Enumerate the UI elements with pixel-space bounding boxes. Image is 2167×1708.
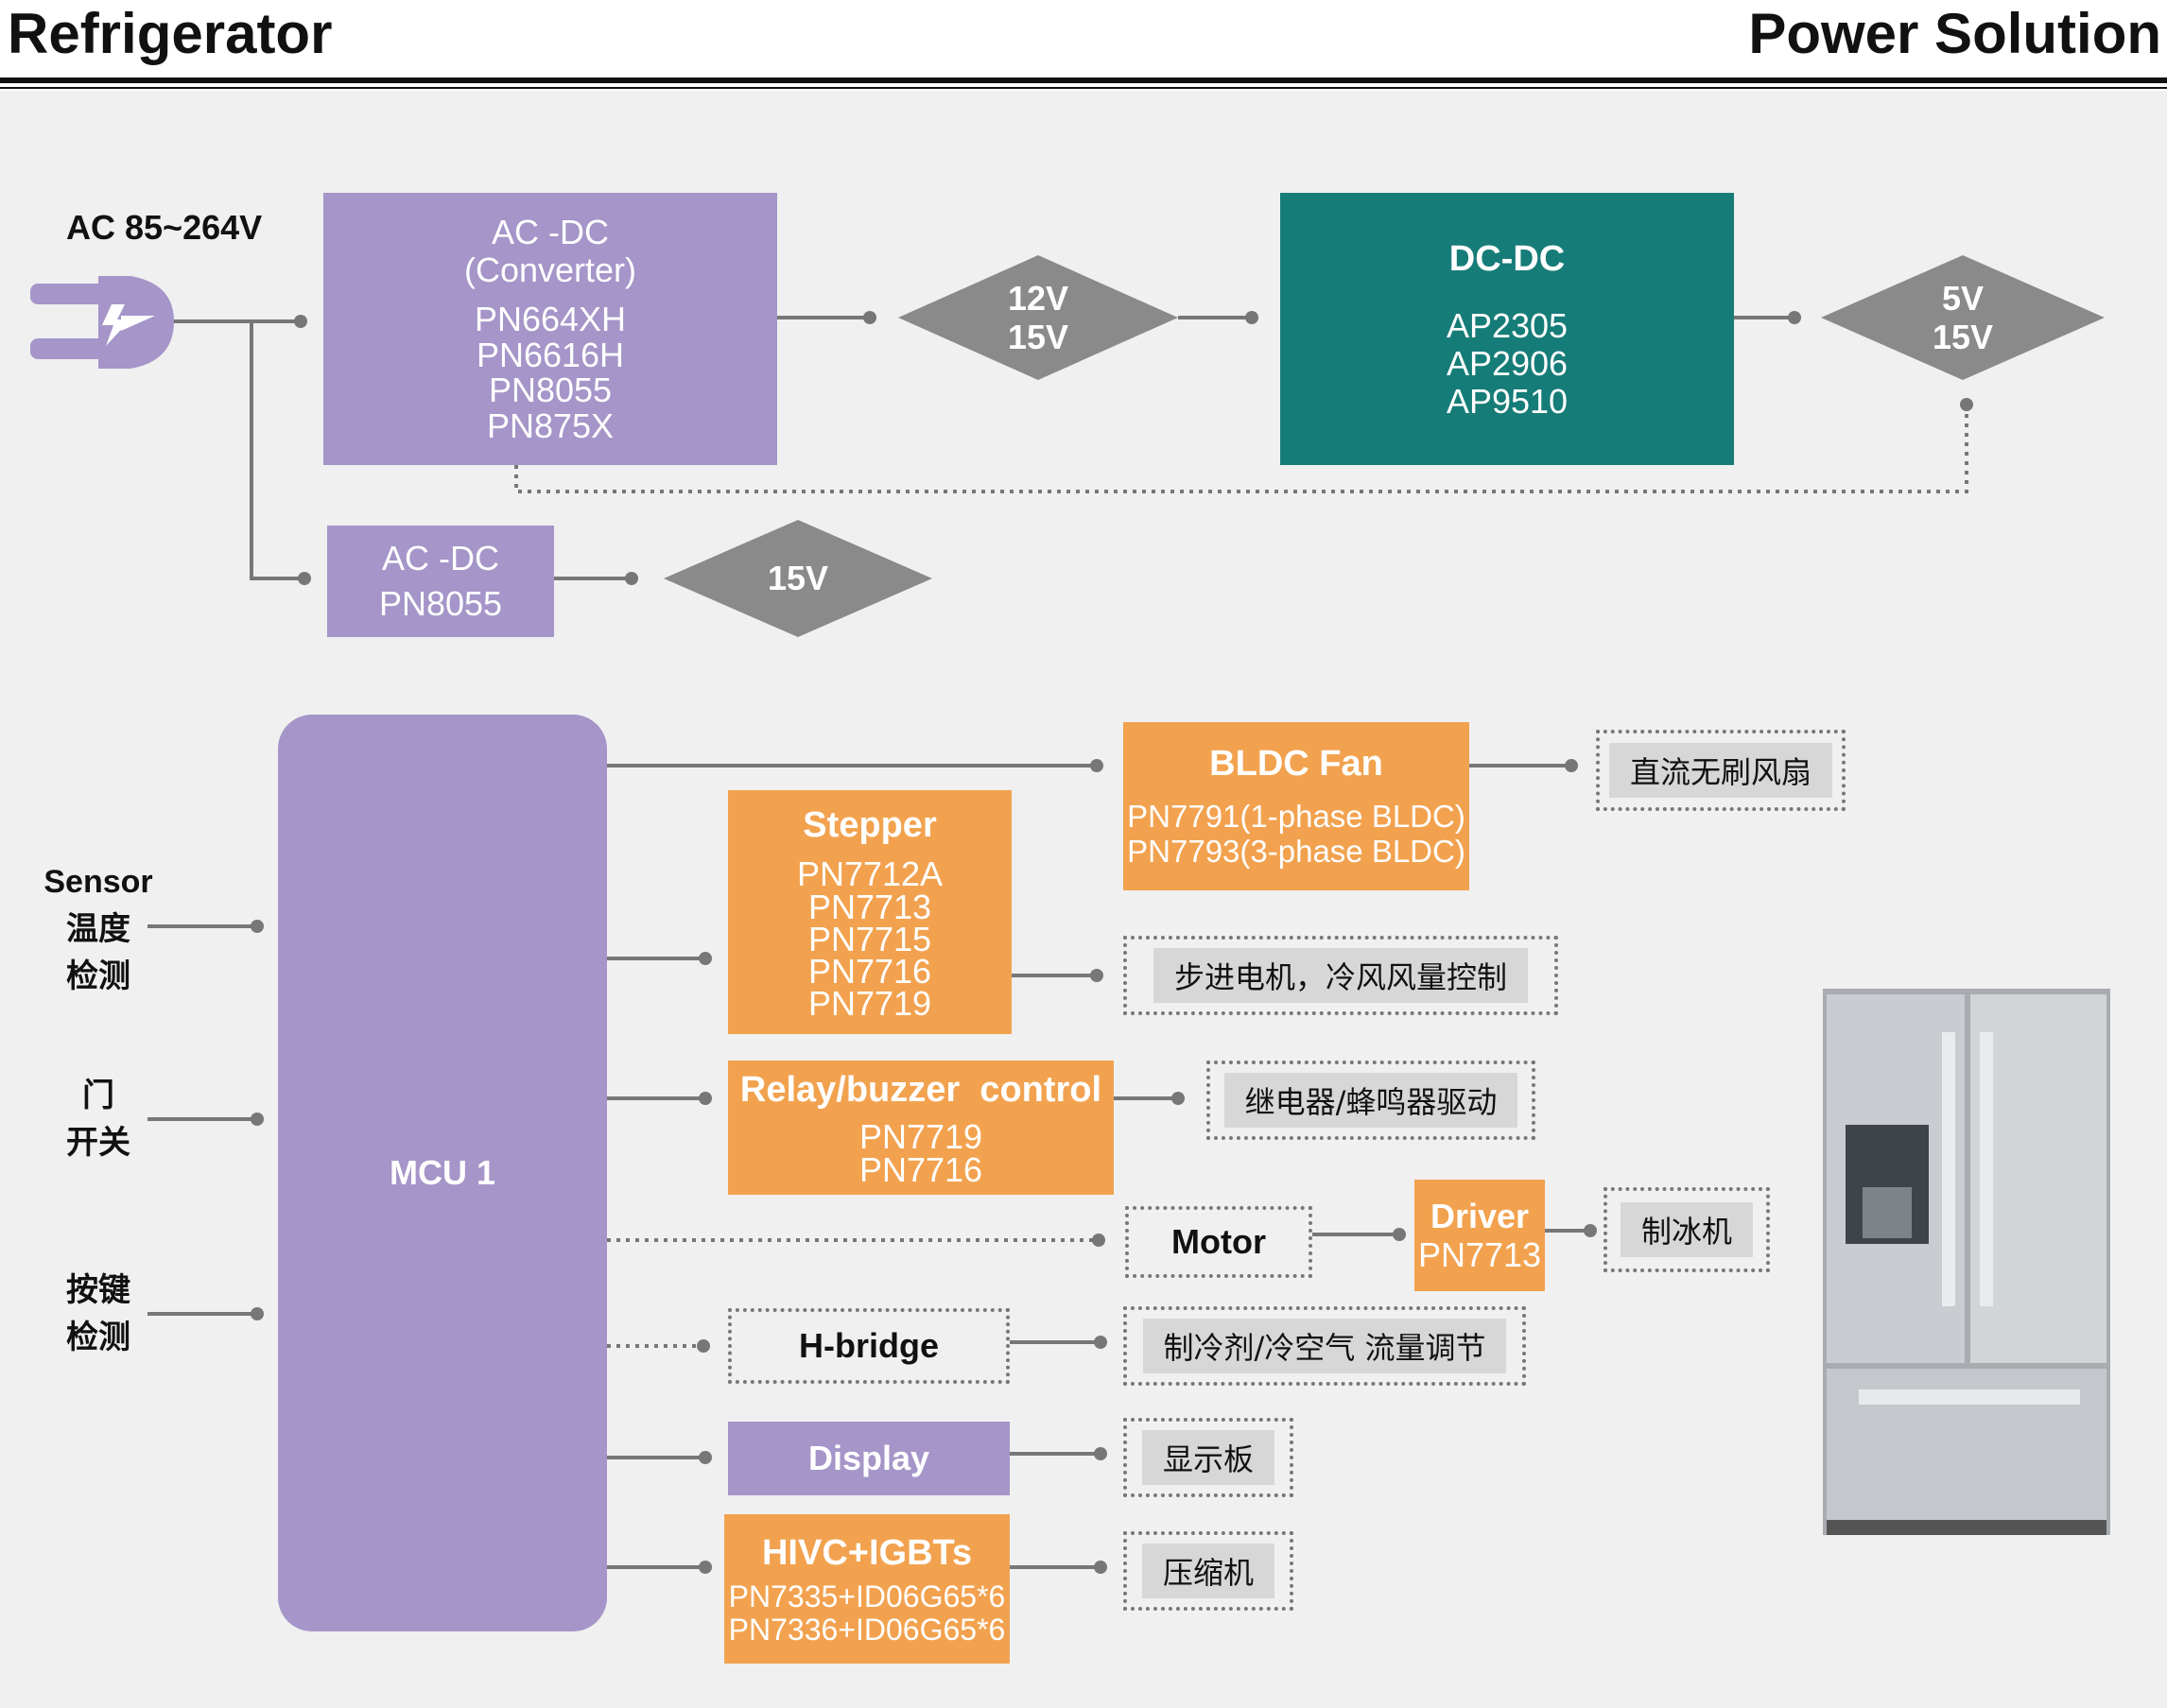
part-number: PN7719 <box>858 1116 983 1156</box>
bldc-fan-block: BLDC Fan PN7791(1-phase BLDC) PN7793(3-p… <box>1123 722 1469 890</box>
output-15v-diamond <box>664 520 932 637</box>
relay-buzzer-block: Relay/buzzer control PN7719 PN7716 <box>728 1061 1114 1195</box>
part-number: AP2305 <box>1446 306 1569 346</box>
part-number: PN664XH <box>474 299 627 338</box>
mcu-label: MCU 1 <box>389 1153 495 1193</box>
stepper-desc-text: 步进电机，冷风风量控制 <box>1153 948 1528 1003</box>
hivc-igbts-block: HIVC+IGBTs PN7335+ID06G65*6 PN7336+ID06G… <box>724 1514 1010 1664</box>
hivc-igbts-desc-text: 压缩机 <box>1141 1544 1274 1598</box>
part-number: PN6616H <box>476 335 625 374</box>
h-bridge-desc: 制冷剂/冷空气 流量调节 <box>1123 1306 1526 1386</box>
relay-buzzer-title: Relay/buzzer control <box>739 1069 1102 1110</box>
door-switch-label: 门 开关 <box>28 1072 168 1166</box>
input-label-line: 检测 <box>66 1319 130 1356</box>
acdc-converter-title: AC -DC <box>492 213 609 252</box>
hivc-igbts-desc: 压缩机 <box>1123 1531 1293 1611</box>
part-number: AP2906 <box>1446 344 1569 383</box>
sensor-input-label: Sensor 温度 检测 <box>28 858 168 1000</box>
h-bridge-block: H-bridge <box>728 1308 1010 1384</box>
key-detect-label: 按键 检测 <box>28 1267 168 1361</box>
acdc-converter-subtitle: (Converter) <box>463 250 637 290</box>
header-left-title: Refrigerator <box>8 2 333 65</box>
output-voltage: 15V <box>1007 318 1069 356</box>
part-number: PN7335+ID06G65*6 <box>728 1579 1006 1614</box>
relay-buzzer-desc: 继电器/蜂鸣器驱动 <box>1206 1061 1535 1140</box>
part-number: PN8055 <box>378 584 503 623</box>
relay-buzzer-desc-text: 继电器/蜂鸣器驱动 <box>1223 1073 1518 1128</box>
bldc-fan-title: BLDC Fan <box>1209 744 1383 785</box>
part-number: PN875X <box>486 406 615 446</box>
h-bridge-desc-text: 制冷剂/冷空气 流量调节 <box>1142 1319 1507 1373</box>
input-label-line: 门 <box>82 1077 114 1114</box>
output-voltage: 15V <box>1932 318 1994 356</box>
input-voltage-label: AC 85~264V <box>66 208 263 247</box>
hivc-igbts-title: HIVC+IGBTs <box>761 1532 973 1573</box>
input-label-line: 温度 <box>66 910 130 948</box>
part-number: PN7336+ID06G65*6 <box>728 1612 1006 1647</box>
part-number: PN7793(3-phase BLDC) <box>1127 833 1465 869</box>
part-number: PN8055 <box>488 371 613 410</box>
part-number: PN7716 <box>807 951 932 991</box>
input-label-line: Sensor <box>43 864 153 900</box>
output-voltage: 5V <box>1941 278 1985 318</box>
header-right-title: Power Solution <box>1748 2 2161 65</box>
part-number: PN7715 <box>807 919 932 958</box>
display-desc-text: 显示板 <box>1141 1430 1274 1485</box>
stepper-title: Stepper <box>803 804 937 845</box>
output-12v-15v-label: 12V 15V <box>898 255 1178 380</box>
dcdc-block: DC-DC AP2305 AP2906 AP9510 <box>1280 193 1734 465</box>
acdc-small-title: AC -DC <box>382 538 499 578</box>
header-rule <box>0 78 2167 83</box>
motor-title: Motor <box>1171 1222 1266 1262</box>
bldc-fan-desc-text: 直流无刷风扇 <box>1608 743 1832 798</box>
display-block: Display <box>728 1422 1010 1495</box>
part-number: AP9510 <box>1446 381 1569 421</box>
output-15v-label: 15V <box>767 559 829 598</box>
part-number: PN7712A <box>796 854 944 894</box>
output-12v-15v-diamond <box>898 255 1178 380</box>
motor-desc: 制冰机 <box>1604 1187 1770 1272</box>
input-label-line: 检测 <box>66 958 130 995</box>
mcu-block: MCU 1 <box>278 715 607 1631</box>
display-desc: 显示板 <box>1123 1418 1293 1497</box>
input-label-line: 按键 <box>66 1271 130 1309</box>
part-number: PN7791(1-phase BLDC) <box>1127 798 1465 834</box>
driver-block: Driver PN7713 <box>1414 1180 1545 1291</box>
output-5v-15v-label: 5V 15V <box>1821 255 2105 380</box>
power-plug-icon <box>30 276 174 369</box>
input-label-line: 开关 <box>66 1124 130 1162</box>
part-number: PN7713 <box>1417 1235 1542 1275</box>
part-number: PN7719 <box>807 984 932 1024</box>
stepper-block: Stepper PN7712A PN7713 PN7715 PN7716 PN7… <box>728 790 1012 1034</box>
refrigerator-icon <box>1823 989 2110 1535</box>
part-number: PN7716 <box>858 1149 983 1189</box>
motor-desc-text: 制冰机 <box>1620 1202 1753 1257</box>
h-bridge-title: H-bridge <box>799 1326 939 1366</box>
acdc-small-block: AC -DC PN8055 <box>327 526 554 637</box>
output-5v-15v-diamond <box>1821 255 2105 380</box>
part-number: PN7713 <box>807 887 932 926</box>
header-rule-thin <box>0 87 2167 89</box>
output-voltage: 12V <box>1007 278 1069 318</box>
motor-block: Motor <box>1125 1206 1312 1278</box>
stepper-desc: 步进电机，冷风风量控制 <box>1123 936 1558 1015</box>
bldc-fan-desc: 直流无刷风扇 <box>1596 730 1846 811</box>
acdc-converter-block: AC -DC (Converter) PN664XH PN6616H PN805… <box>323 193 777 465</box>
driver-title: Driver <box>1430 1197 1530 1236</box>
display-title: Display <box>807 1439 930 1478</box>
dcdc-title: DC-DC <box>1448 238 1566 279</box>
